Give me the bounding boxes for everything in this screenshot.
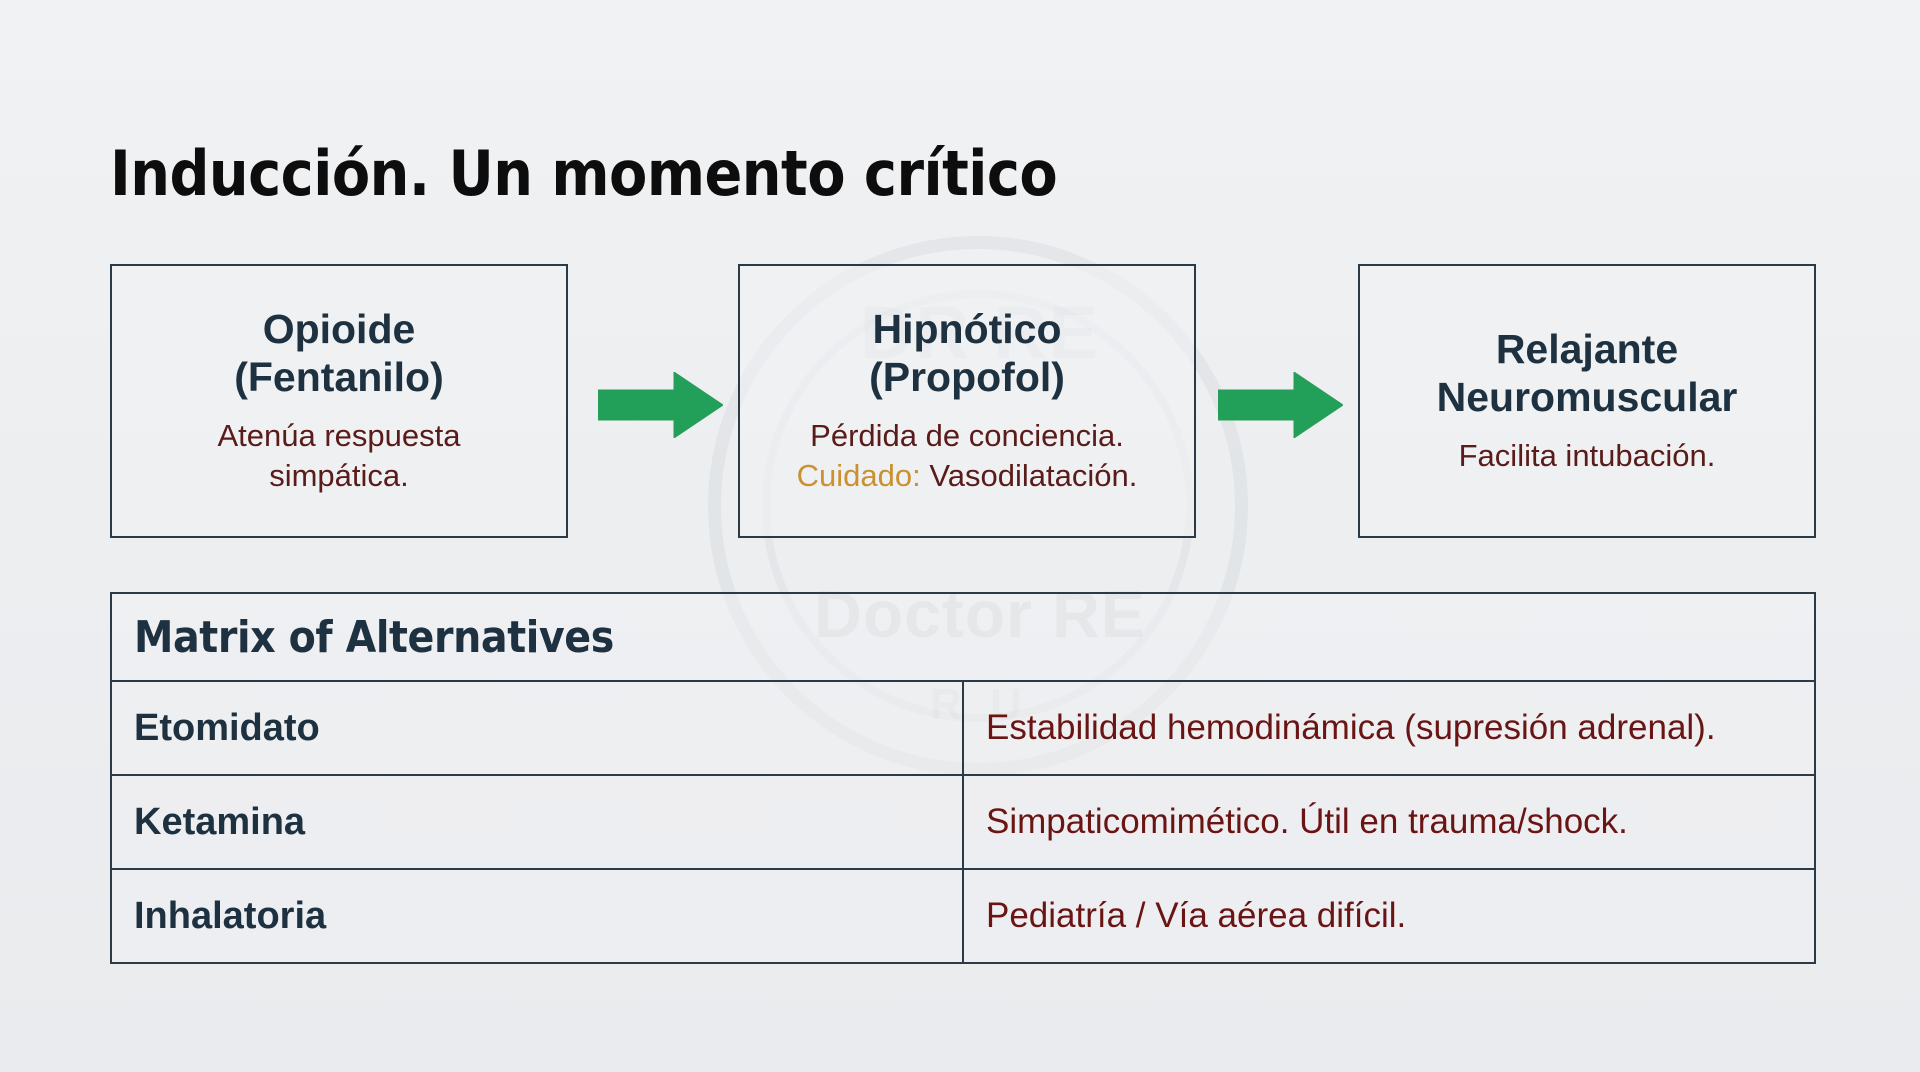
flow-box-desc-line1: Facilita intubación. [1458, 438, 1716, 474]
table-row: Etomidato Estabilidad hemodinámica (supr… [110, 680, 1816, 776]
table-cell-label: Etomidato [110, 680, 964, 776]
induction-flow-diagram: Opioide (Fentanilo) Atenúa respuesta sim… [110, 264, 1816, 538]
row-label-inhalatoria: Inhalatoria [134, 894, 327, 937]
row-description-inhalatoria: Pediatría / Vía aérea difícil. [986, 896, 1407, 935]
flow-box-heading-line2: (Fentanilo) [234, 354, 444, 401]
flow-box-description: Atenúa respuesta simpática. [217, 416, 460, 495]
table-header-row: Matrix of Alternatives [110, 592, 1816, 682]
table-cell-label: Inhalatoria [110, 868, 964, 964]
flow-box-description: Pérdida de conciencia. Cuidado: Vasodila… [797, 416, 1138, 495]
flow-box-desc-line1: Atenúa respuesta [217, 418, 461, 454]
flow-box-heading: Opioide (Fentanilo) [234, 306, 444, 402]
flow-box-relajante-neuromuscular: Relajante Neuromuscular Facilita intubac… [1358, 264, 1816, 538]
row-label-etomidato: Etomidato [134, 706, 320, 749]
flow-box-heading-line1: Relajante [1495, 326, 1679, 373]
page-title: Inducción. Un momento crítico [110, 136, 1058, 210]
flow-box-warning-text: Vasodilatación. [920, 457, 1138, 493]
green-arrow-right-2 [1218, 372, 1343, 438]
row-description-etomidato: Estabilidad hemodinámica (supresión adre… [986, 708, 1716, 747]
row-label-ketamina: Ketamina [134, 800, 306, 843]
green-arrow-right-1 [598, 372, 723, 438]
flow-box-warning-label: Cuidado: [796, 457, 921, 493]
flow-box-description: Facilita intubación. [1459, 436, 1716, 476]
flow-box-desc-line1: Pérdida de conciencia. [810, 418, 1124, 454]
row-description-ketamina: Simpaticomimético. Útil en trauma/shock. [986, 802, 1628, 841]
matrix-of-alternatives-table: Matrix of Alternatives Etomidato Estabil… [110, 592, 1816, 964]
flow-box-heading: Relajante Neuromuscular [1437, 326, 1738, 422]
table-cell-description: Pediatría / Vía aérea difícil. [962, 868, 1816, 964]
flow-box-heading-line1: Hipnótico [872, 306, 1062, 353]
table-header-cell: Matrix of Alternatives [110, 592, 1816, 682]
table-cell-description: Estabilidad hemodinámica (supresión adre… [962, 680, 1816, 776]
flow-box-heading: Hipnótico (Propofol) [869, 306, 1065, 402]
flow-box-opioide: Opioide (Fentanilo) Atenúa respuesta sim… [110, 264, 568, 538]
flow-box-heading-line2: (Propofol) [869, 354, 1065, 401]
flow-box-hipnotico: Hipnótico (Propofol) Pérdida de concienc… [738, 264, 1196, 538]
table-row: Inhalatoria Pediatría / Vía aérea difíci… [110, 868, 1816, 964]
table-cell-description: Simpaticomimético. Útil en trauma/shock. [962, 774, 1816, 870]
flow-box-heading-line1: Opioide [262, 306, 416, 353]
table-cell-label: Ketamina [110, 774, 964, 870]
table-row: Ketamina Simpaticomimético. Útil en trau… [110, 774, 1816, 870]
flow-box-desc-line2: simpática. [269, 457, 409, 493]
matrix-title: Matrix of Alternatives [134, 611, 614, 663]
flow-box-heading-line2: Neuromuscular [1436, 374, 1738, 421]
